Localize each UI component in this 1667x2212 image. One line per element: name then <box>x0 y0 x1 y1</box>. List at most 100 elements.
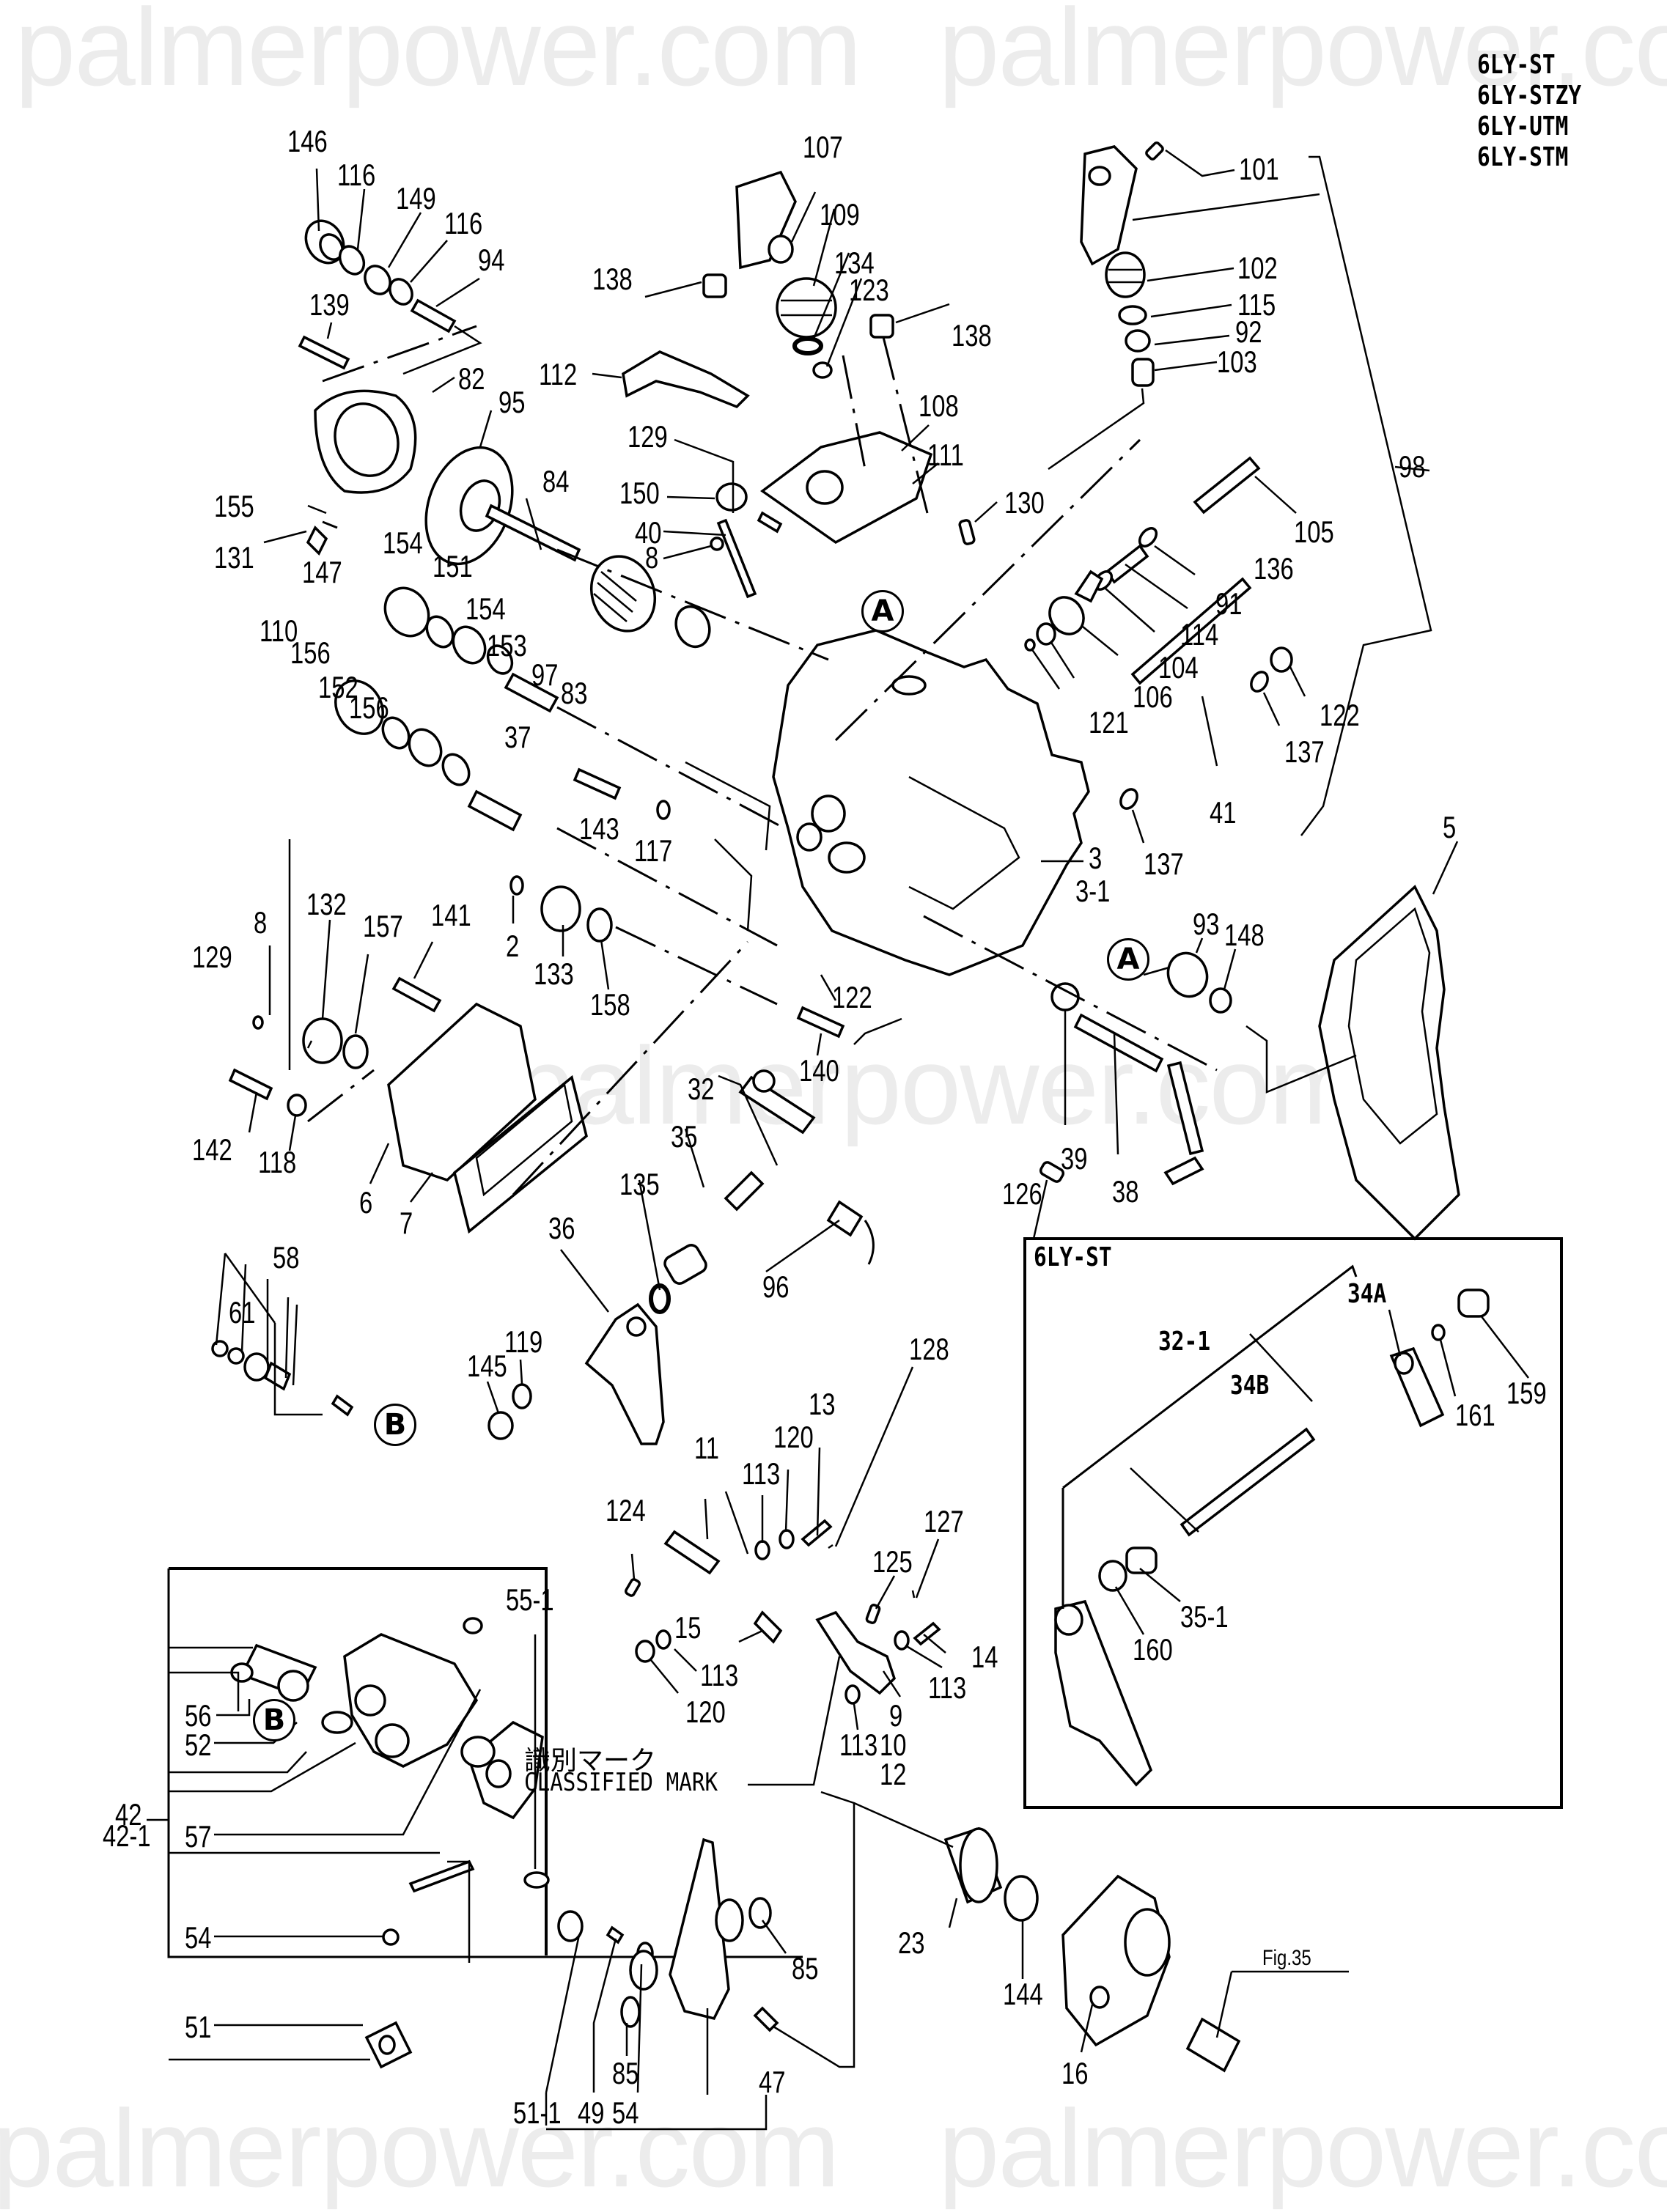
part-52-bush <box>321 1711 353 1734</box>
callout-154: 154 <box>383 526 423 560</box>
callout-112: 112 <box>539 357 578 391</box>
callout-143: 143 <box>579 811 619 846</box>
callout-149: 149 <box>396 181 436 215</box>
callout-138: 138 <box>952 318 992 353</box>
callout-136: 136 <box>1254 551 1294 586</box>
callout-23: 23 <box>898 1925 925 1960</box>
part-152-nut <box>408 728 443 767</box>
leader-23 <box>948 1898 958 1928</box>
leader-145 <box>486 1381 500 1414</box>
callout-113: 113 <box>742 1456 781 1491</box>
part-97-spring <box>589 555 657 633</box>
part-154-washer <box>425 615 455 649</box>
leader-fig35 <box>1215 1971 1233 2038</box>
part-123-clip <box>812 361 833 379</box>
part-107-lever <box>735 170 797 270</box>
callout-122: 122 <box>1320 698 1360 732</box>
part-130-pin <box>958 519 976 545</box>
leader-111 <box>912 462 939 484</box>
leader-108 <box>901 424 930 451</box>
callout-36: 36 <box>548 1211 575 1245</box>
callout-118: 118 <box>258 1145 297 1179</box>
reference-marker-a-right: A <box>1107 938 1149 981</box>
callout-144: 144 <box>1003 1977 1043 2011</box>
leader-120 <box>784 1469 790 1533</box>
part-131-fitting <box>306 526 328 556</box>
leader-132 <box>321 919 331 1020</box>
part-41-shaft <box>1130 577 1252 685</box>
callout-55-1: 55-1 <box>506 1582 554 1617</box>
leader-15 <box>738 1629 763 1643</box>
part-105-screw <box>1193 456 1261 515</box>
watermark-bottom-left: palmerpower.com <box>0 2087 840 2210</box>
leader-146 <box>315 168 320 232</box>
callout-117: 117 <box>634 833 673 868</box>
part-112-bracket <box>622 350 750 409</box>
centerline <box>556 706 785 830</box>
callout-156: 156 <box>349 690 389 725</box>
model-name: 6LY-STM <box>1477 142 1569 172</box>
leader-123 <box>825 278 863 367</box>
callout-49: 49 <box>578 2095 605 2130</box>
reference-marker-a-top: A <box>861 590 904 633</box>
callout-2: 2 <box>506 929 520 963</box>
centerline <box>615 926 778 1006</box>
leader-5-zigzag <box>1245 1025 1357 1094</box>
part-145-nut <box>487 1411 514 1440</box>
leader-120 <box>650 1659 679 1694</box>
figure-reference: Fig.35 <box>1262 1946 1311 1970</box>
part-157-washer <box>342 1034 369 1069</box>
leader-118 <box>288 1115 297 1151</box>
leader-47 <box>773 1791 855 2068</box>
callout-12: 12 <box>880 1757 907 1791</box>
callout-120: 120 <box>685 1695 726 1729</box>
callout-113: 113 <box>839 1728 878 1762</box>
model-name: 6LY-UTM <box>1477 111 1569 141</box>
part-120-clip <box>635 1640 655 1663</box>
classified-mark-japanese: 識別マーク <box>524 1746 657 1776</box>
callout-6: 6 <box>359 1185 373 1220</box>
part-137-oring-lower <box>1119 788 1138 810</box>
callout-32: 32 <box>688 1072 715 1106</box>
leader-116 <box>410 240 448 283</box>
callout-140: 140 <box>799 1053 839 1088</box>
leader-116 <box>356 188 366 250</box>
frame-55-1 <box>169 1567 548 1955</box>
leader-94 <box>402 277 482 375</box>
part-16-housing <box>1061 1874 1171 2047</box>
leader-85 <box>761 1920 787 1954</box>
part-11-shaft <box>663 1530 721 1575</box>
part-37-screw <box>467 789 523 832</box>
callout-109: 109 <box>820 197 860 232</box>
leader-155 <box>307 504 327 515</box>
part-143-bolt <box>573 767 622 800</box>
leader-96 <box>765 1219 840 1273</box>
part-7-gasket <box>453 1074 588 1234</box>
part-148-nut <box>1209 987 1232 1014</box>
part-84-rod <box>485 504 581 562</box>
callout-147: 147 <box>302 555 342 589</box>
part-137-oring-upper <box>1250 671 1269 693</box>
callout-32-1: 32-1 <box>1158 1327 1211 1357</box>
part-117-clip <box>656 800 671 820</box>
leader-113 <box>674 1648 697 1672</box>
leader-112 <box>592 372 622 379</box>
leader-5 <box>1432 841 1459 895</box>
leader-82 <box>432 376 455 394</box>
callout-128: 128 <box>909 1332 949 1366</box>
part-154-washer <box>486 644 514 675</box>
callout-111: 111 <box>927 438 964 472</box>
part-124-pin <box>625 1578 641 1597</box>
part-116-washer <box>338 245 366 276</box>
callout-34B: 34B <box>1230 1371 1270 1401</box>
part-120-clip <box>779 1529 795 1549</box>
callout-58: 58 <box>273 1240 300 1275</box>
leader-107 <box>790 191 817 243</box>
part-stop-lever <box>1163 1061 1204 1186</box>
part-2-oring <box>509 875 524 896</box>
zigzag <box>714 838 753 932</box>
callout-34A: 34A <box>1347 1279 1387 1309</box>
centerline <box>923 915 1218 1072</box>
part-118-washer <box>287 1094 307 1117</box>
leader-8 <box>663 545 712 560</box>
